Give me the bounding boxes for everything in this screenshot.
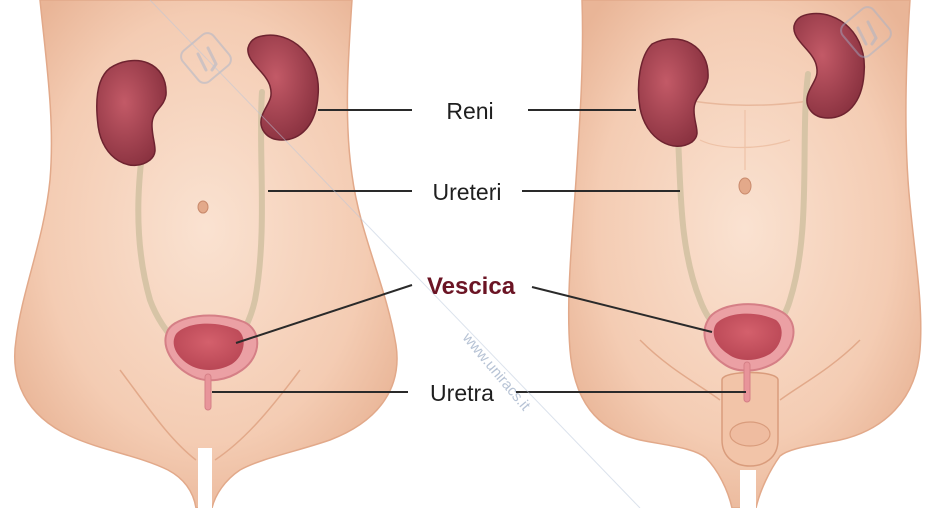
- male-torso: [569, 0, 921, 508]
- label-ureters: Ureteri: [432, 179, 501, 205]
- male-leg-gap: [740, 470, 756, 508]
- male-glans: [730, 422, 770, 446]
- label-urethra: Uretra: [430, 380, 494, 406]
- female-urethra: [205, 374, 211, 410]
- female-kidney-left: [97, 61, 166, 166]
- label-kidneys: Reni: [446, 98, 493, 124]
- female-body-silhouette: [15, 0, 397, 508]
- female-navel: [198, 201, 208, 213]
- male-urethra: [744, 362, 750, 402]
- male-navel: [739, 178, 751, 194]
- label-bladder: Vescica: [427, 273, 516, 300]
- female-leg-gap: [198, 448, 212, 508]
- female-torso: [15, 0, 397, 508]
